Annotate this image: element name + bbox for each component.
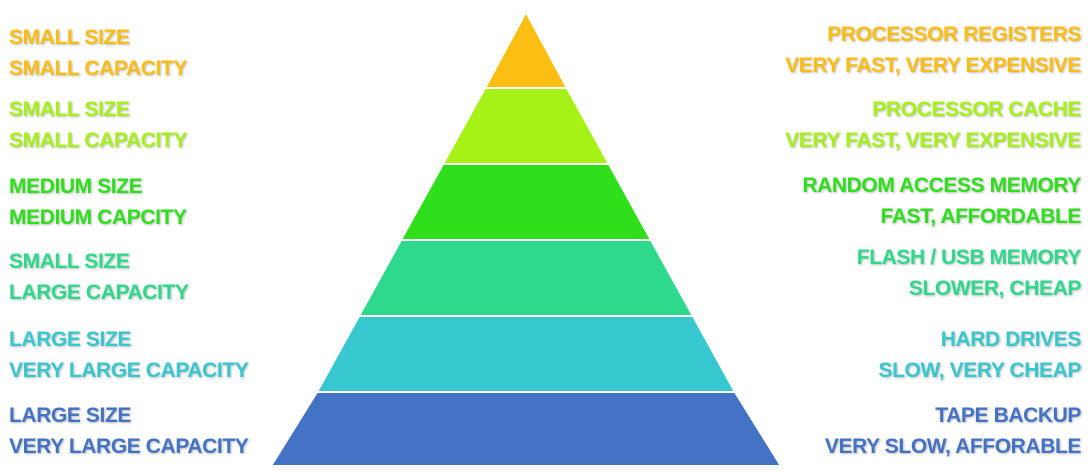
tier-4-right-line-1: FLASH / USB MEMORY	[856, 246, 1082, 269]
tier-6-left-line-1: LARGE SIZE	[9, 404, 132, 427]
pyramid-tier-flash	[357, 239, 695, 317]
tier-2-left-label: SMALL SIZE SMALL CAPACITY	[9, 94, 187, 156]
pyramid-tier-processor-registers	[483, 9, 569, 89]
tier-3-left-label: MEDIUM SIZE MEDIUM CAPCITY	[9, 171, 187, 233]
pyramid-tier-ram	[399, 163, 653, 241]
tier-5-right-line-1: HARD DRIVES	[940, 328, 1082, 351]
tier-1-right-label: PROCESSOR REGISTERS VERY FAST, VERY EXPE…	[785, 19, 1081, 81]
tier-3-right-label: RANDOM ACCESS MEMORY FAST, AFFORDABLE	[802, 170, 1081, 232]
tier-3-left-line-2: MEDIUM CAPCITY	[9, 206, 187, 229]
tier-2-left-line-1: SMALL SIZE	[9, 98, 130, 121]
tier-5-right-line-2: SLOW, VERY CHEAP	[878, 359, 1082, 382]
tier-4-left-line-2: LARGE CAPACITY	[9, 281, 189, 304]
tier-1-right-line-2: VERY FAST, VERY EXPENSIVE	[785, 54, 1081, 77]
tier-6-right-line-2: VERY SLOW, AFFORABLE	[824, 435, 1081, 458]
tier-5-left-line-2: VERY LARGE CAPACITY	[9, 359, 249, 382]
tier-2-right-line-1: PROCESSOR CACHE	[872, 98, 1081, 121]
tier-6-left-line-2: VERY LARGE CAPACITY	[9, 435, 249, 458]
tier-6-right-label: TAPE BACKUP VERY SLOW, AFFORABLE	[825, 400, 1081, 462]
tier-2-right-label: PROCESSOR CACHE VERY FAST, VERY EXPENSIV…	[785, 94, 1081, 156]
pyramid-tier-hard-drives	[315, 315, 737, 393]
tier-3-right-line-2: FAST, AFFORDABLE	[880, 205, 1082, 228]
tier-4-left-label: SMALL SIZE LARGE CAPACITY	[9, 246, 189, 308]
tier-4-left-line-1: SMALL SIZE	[9, 250, 130, 273]
tier-2-left-line-2: SMALL CAPACITY	[9, 129, 187, 152]
tier-1-right-line-1: PROCESSOR REGISTERS	[827, 23, 1081, 46]
pyramid-tier-processor-cache	[441, 87, 611, 165]
tier-6-left-label: LARGE SIZE VERY LARGE CAPACITY	[9, 400, 249, 462]
tier-6-right-line-1: TAPE BACKUP	[935, 404, 1081, 427]
tier-3-left-line-1: MEDIUM SIZE	[9, 175, 143, 198]
tier-5-left-line-1: LARGE SIZE	[9, 328, 132, 351]
tier-1-left-label: SMALL SIZE SMALL CAPACITY	[9, 22, 187, 84]
tier-5-left-label: LARGE SIZE VERY LARGE CAPACITY	[9, 324, 249, 386]
tier-5-right-label: HARD DRIVES SLOW, VERY CHEAP	[878, 324, 1082, 386]
tier-2-right-line-2: VERY FAST, VERY EXPENSIVE	[785, 129, 1081, 152]
pyramid-tier-tape-backup	[269, 391, 783, 467]
tier-4-right-label: FLASH / USB MEMORY SLOWER, CHEAP	[856, 242, 1082, 304]
tier-1-left-line-2: SMALL CAPACITY	[9, 57, 187, 80]
tier-4-right-line-2: SLOWER, CHEAP	[908, 277, 1082, 300]
tier-3-right-line-1: RANDOM ACCESS MEMORY	[802, 174, 1081, 197]
tier-1-left-line-1: SMALL SIZE	[9, 26, 130, 49]
